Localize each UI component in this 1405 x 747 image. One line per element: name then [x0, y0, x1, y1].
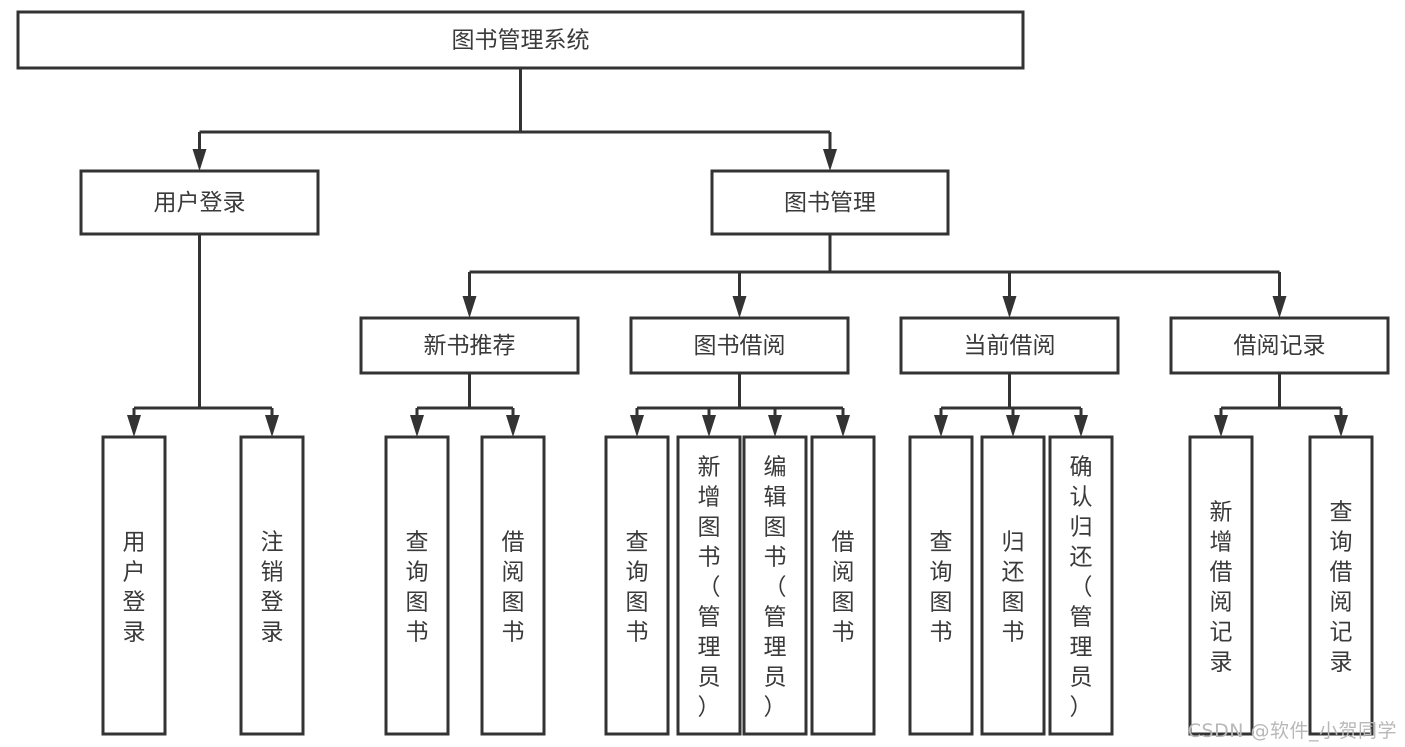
- arrow-head-icon: [127, 415, 141, 437]
- arrow-head-icon: [1006, 415, 1020, 437]
- node-leaf-6[interactable]: 编辑图书（管理员）: [742, 435, 808, 736]
- node-label: 新增借阅记录: [1210, 500, 1233, 676]
- node-box[interactable]: [908, 435, 974, 736]
- node-leaf-9[interactable]: 归还图书: [980, 435, 1046, 736]
- node-box[interactable]: [604, 435, 670, 736]
- node-box[interactable]: [676, 435, 742, 736]
- arrow-head-icon: [702, 415, 716, 437]
- node-label: 编辑图书（管理员）: [764, 455, 787, 721]
- watermark-text: CSDN @软件_小贺同学: [1187, 720, 1397, 742]
- node-leaf-2[interactable]: 查询图书: [384, 435, 450, 736]
- node-label: 图书管理系统: [452, 28, 590, 54]
- node-label: 查询图书: [406, 530, 429, 646]
- node-label: 新增图书（管理员）: [698, 455, 721, 721]
- node-box[interactable]: [980, 435, 1046, 736]
- node-label: 借阅图书: [502, 530, 525, 646]
- node-leaf-0[interactable]: 用户登录: [101, 435, 167, 736]
- arrow-head-icon: [836, 415, 850, 437]
- node-box[interactable]: [16, 10, 1025, 70]
- nodes-layer: 图书管理系统用户登录图书管理新书推荐图书借阅当前借阅借阅记录用户登录注销登录查询…: [16, 10, 1390, 736]
- node-leaf-11[interactable]: 新增借阅记录: [1188, 435, 1254, 736]
- arrow-head-icon: [506, 415, 520, 437]
- arrow-head-icon: [410, 415, 424, 437]
- arrow-head-icon: [1214, 415, 1228, 437]
- node-label: 用户登录: [154, 190, 246, 216]
- node-label: 借阅图书: [832, 530, 855, 646]
- node-box[interactable]: [742, 435, 808, 736]
- node-box[interactable]: [710, 169, 950, 236]
- node-leaf-3[interactable]: 借阅图书: [480, 435, 546, 736]
- arrow-head-icon: [462, 296, 477, 318]
- node-level3-3[interactable]: 借阅记录: [1169, 316, 1390, 375]
- node-label: 查询图书: [930, 530, 953, 646]
- node-leaf-7[interactable]: 借阅图书: [810, 435, 876, 736]
- arrow-head-icon: [823, 149, 837, 171]
- node-label: 图书管理: [784, 190, 876, 216]
- node-box[interactable]: [359, 316, 580, 375]
- node-level2-0[interactable]: 用户登录: [79, 169, 320, 236]
- node-leaf-10[interactable]: 确认归还（管理员）: [1048, 435, 1114, 736]
- node-label: 当前借阅: [964, 333, 1056, 359]
- node-label: 确认归还（管理员）: [1070, 455, 1093, 721]
- node-box[interactable]: [1188, 435, 1254, 736]
- node-level3-2[interactable]: 当前借阅: [899, 316, 1120, 375]
- arrow-head-icon: [1002, 296, 1017, 318]
- node-box[interactable]: [480, 435, 546, 736]
- arrow-head-icon: [768, 415, 782, 437]
- node-leaf-8[interactable]: 查询图书: [908, 435, 974, 736]
- node-label: 查询图书: [626, 530, 649, 646]
- node-label: 注销登录: [261, 530, 284, 646]
- arrow-head-icon: [192, 149, 207, 171]
- node-box[interactable]: [1048, 435, 1114, 736]
- node-level3-1[interactable]: 图书借阅: [629, 316, 850, 375]
- arrow-head-icon: [732, 296, 747, 318]
- node-box[interactable]: [1308, 435, 1374, 736]
- node-label: 用户登录: [123, 530, 146, 646]
- node-box[interactable]: [1169, 316, 1390, 375]
- node-leaf-4[interactable]: 查询图书: [604, 435, 670, 736]
- node-box[interactable]: [899, 316, 1120, 375]
- arrow-head-icon: [1074, 415, 1088, 437]
- node-leaf-12[interactable]: 查询借阅记录: [1308, 435, 1374, 736]
- node-box[interactable]: [384, 435, 450, 736]
- arrow-head-icon: [934, 415, 948, 437]
- node-box[interactable]: [239, 435, 305, 736]
- node-label: 借阅记录: [1234, 333, 1326, 359]
- arrow-head-icon: [265, 415, 279, 437]
- node-level3-0[interactable]: 新书推荐: [359, 316, 580, 375]
- connectors-layer: [127, 68, 1348, 437]
- node-label: 图书借阅: [694, 333, 786, 359]
- node-label: 查询借阅记录: [1330, 500, 1353, 676]
- node-box[interactable]: [629, 316, 850, 375]
- node-label: 新书推荐: [424, 333, 516, 359]
- node-root-图书管理系统[interactable]: 图书管理系统: [16, 10, 1025, 70]
- node-box[interactable]: [79, 169, 320, 236]
- node-box[interactable]: [810, 435, 876, 736]
- arrow-head-icon: [630, 415, 644, 437]
- node-leaf-1[interactable]: 注销登录: [239, 435, 305, 736]
- arrow-head-icon: [1272, 296, 1287, 318]
- node-leaf-5[interactable]: 新增图书（管理员）: [676, 435, 742, 736]
- node-box[interactable]: [101, 435, 167, 736]
- arrow-head-icon: [1334, 415, 1348, 437]
- node-label: 归还图书: [1002, 530, 1025, 646]
- node-level2-1[interactable]: 图书管理: [710, 169, 950, 236]
